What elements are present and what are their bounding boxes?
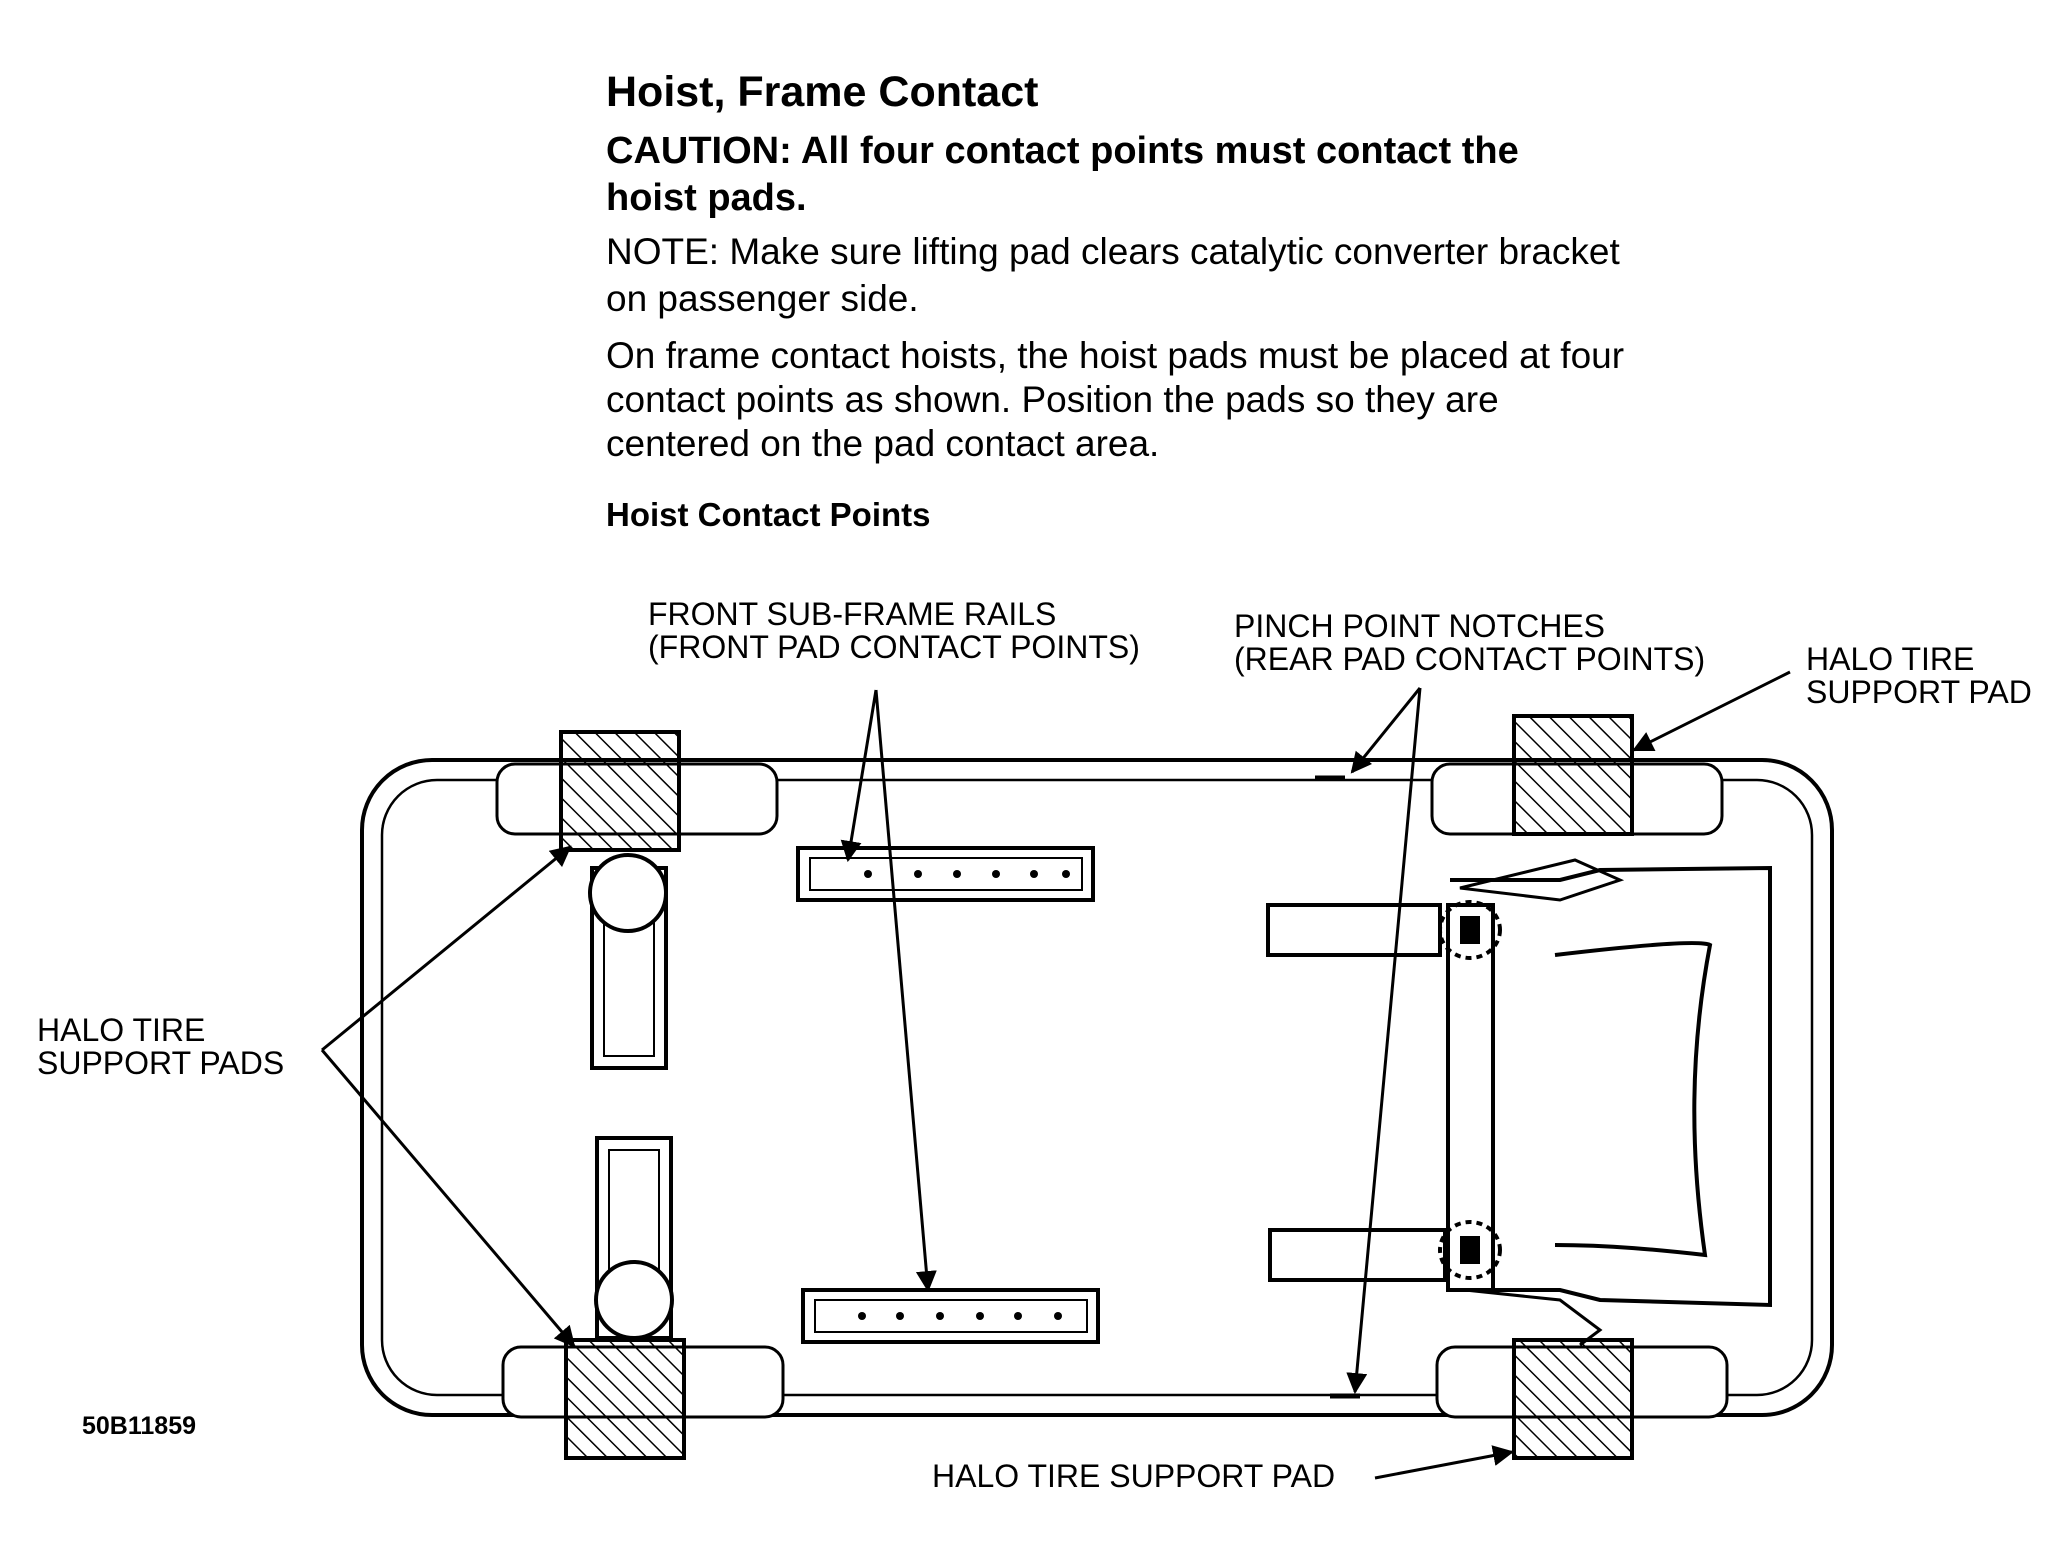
label-front-rails-line1: FRONT SUB-FRAME RAILS <box>648 596 1057 632</box>
front-sub-frame-rails <box>796 846 1100 1344</box>
label-halo-left-line1: HALO TIRE <box>37 1012 206 1048</box>
label-halo-right-line1: HALO TIRE <box>1806 641 1975 677</box>
caution-text: CAUTION: All four contact points must co… <box>606 130 1519 219</box>
label-front-sub-frame-rails: FRONT SUB-FRAME RAILS (FRONT PAD CONTACT… <box>648 598 1140 664</box>
halo-pad-rear-bottom <box>1512 1338 1634 1460</box>
front-tire-stands <box>588 853 674 1340</box>
pinch-point-notches <box>1315 775 1360 1399</box>
rear-suspension <box>1266 858 1772 1347</box>
label-pinch-line1: PINCH POINT NOTCHES <box>1234 608 1605 644</box>
note-text: NOTE: Make sure lifting pad clears catal… <box>606 231 1620 319</box>
label-pinch-point-notches: PINCH POINT NOTCHES (REAR PAD CONTACT PO… <box>1234 610 1705 676</box>
halo-tire-support-pads <box>559 714 1634 1460</box>
vehicle-outline <box>360 758 1834 1417</box>
figure-heading: Hoist Contact Points <box>606 496 931 533</box>
halo-pad-front-top <box>559 730 681 852</box>
leader-lines <box>320 670 1791 1480</box>
label-front-rails-line2: (FRONT PAD CONTACT POINTS) <box>648 629 1140 665</box>
label-halo-right-line2: SUPPORT PAD <box>1806 674 2032 710</box>
label-halo-left-line2: SUPPORT PADS <box>37 1045 285 1081</box>
page-title: Hoist, Frame Contact <box>606 68 1039 116</box>
figure-id: 50B11859 <box>82 1412 197 1440</box>
label-pinch-line2: (REAR PAD CONTACT POINTS) <box>1234 641 1706 677</box>
label-halo-left: HALO TIRE SUPPORT PADS <box>37 1014 284 1080</box>
label-halo-bottom-text: HALO TIRE SUPPORT PAD <box>932 1458 1336 1494</box>
halo-pad-rear-top <box>1512 714 1634 836</box>
instruction-paragraph: On frame contact hoists, the hoist pads … <box>606 335 1625 464</box>
halo-pad-front-bottom <box>564 1338 686 1460</box>
label-halo-bottom: HALO TIRE SUPPORT PAD <box>932 1460 1335 1493</box>
label-halo-right: HALO TIRE SUPPORT PAD <box>1806 643 2032 709</box>
